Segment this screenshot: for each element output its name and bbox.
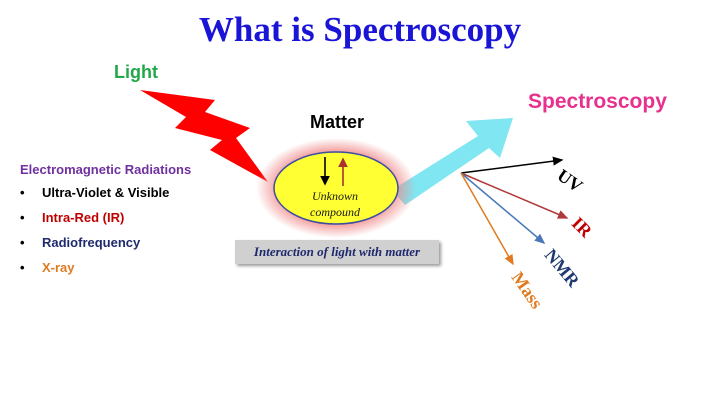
list-item: • Radiofrequency [20,235,169,260]
em-item-label: Ultra-Violet & Visible [42,185,170,200]
light-label: Light [114,62,158,82]
matter-label: Matter [310,112,365,132]
unknown-compound-label: Unknown compound [290,188,380,220]
em-radiations-list: •Ultra-Violet & Visible •Intra-Red (IR) … [20,185,169,285]
big-arrow-icon [392,118,513,205]
matter-ellipse [273,151,399,225]
em-item-label: Intra-Red (IR) [42,210,125,225]
arrow-ir [460,172,569,219]
page-title: What is Spectroscopy [198,10,522,49]
interaction-caption: Interaction of light with matter [235,240,439,264]
list-item: • Ultra-Violet & Visible [20,185,169,210]
arrow-nmr [460,172,546,244]
spectroscopy-label: Spectroscopy [528,90,667,113]
arrow-mass [460,172,514,266]
bullet-icon: • [20,185,25,200]
em-radiations-title: Electromagnetic Radiations [20,162,192,177]
unknown-line1: Unknown [312,189,358,203]
bullet-icon: • [20,260,25,275]
arrow-uv [460,156,564,174]
list-item: • X-ray [20,260,169,285]
bullet-icon: • [20,210,25,225]
em-item-label: Radiofrequency [42,235,141,250]
list-item: • Intra-Red (IR) [20,210,169,235]
bullet-icon: • [20,235,25,250]
lightning-bolt-icon [140,90,268,182]
em-item-label: X-ray [42,260,75,275]
unknown-line2: compound [310,205,360,219]
